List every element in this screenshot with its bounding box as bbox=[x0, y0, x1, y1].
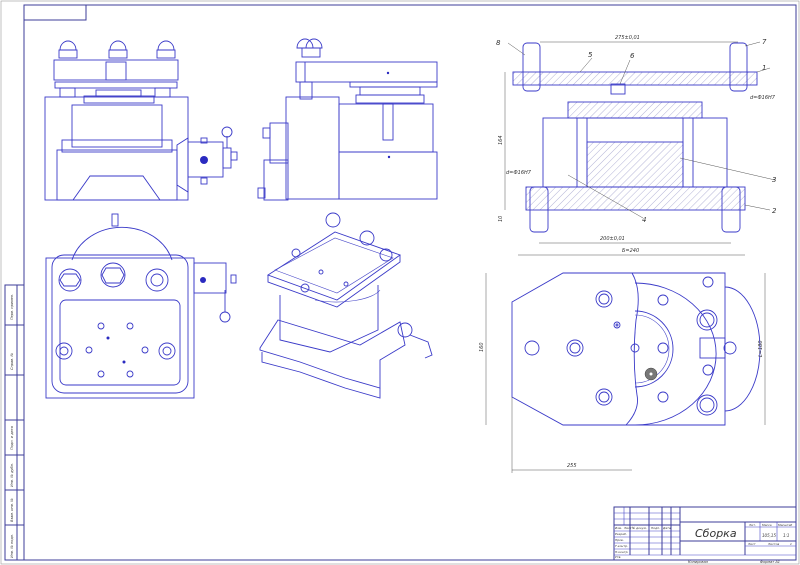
callout-5: 5 bbox=[588, 51, 593, 59]
sheet-label: Лист bbox=[747, 542, 756, 546]
plan-view: Б=240 160 L=180 255 bbox=[479, 248, 766, 473]
strip-label: Инв. № подл. bbox=[10, 534, 14, 558]
dim-height: 164 bbox=[498, 135, 504, 145]
role-tech-control: Т.контр. bbox=[615, 544, 628, 548]
header-date: Дата bbox=[662, 526, 671, 530]
role-approved: Утв. bbox=[615, 555, 621, 559]
role-developer: Разраб. bbox=[615, 532, 627, 536]
dim-top-span: 275±0,01 bbox=[615, 35, 640, 41]
callout-6: 6 bbox=[630, 52, 635, 60]
side-view bbox=[257, 38, 438, 201]
header-izm: Изм. bbox=[615, 526, 622, 530]
role-checker: Пров. bbox=[615, 538, 624, 542]
dim-bottom-span: 200±0,01 bbox=[600, 236, 625, 242]
copied-label: Копировал bbox=[688, 560, 709, 564]
strip-label: Взам. инв. № bbox=[10, 498, 14, 522]
role-norm-control: Н.контр. bbox=[615, 550, 628, 554]
strip-label: Инв. № дубл. bbox=[10, 463, 14, 487]
cap-nut-icon bbox=[58, 40, 176, 59]
dim-base-offset: 10 bbox=[498, 216, 504, 222]
dim-offset-255: 255 bbox=[567, 463, 577, 469]
mass-label: Масса bbox=[762, 523, 772, 527]
drawing-frame bbox=[23, 4, 797, 561]
strip-label: Перв. примен. bbox=[10, 294, 14, 320]
callout-7: 7 bbox=[762, 38, 767, 46]
section-view: 275±0,01 d=Ф16H7 d=Ф16H7 164 10 200±0,01… bbox=[496, 35, 777, 244]
mass-value: 105,15 bbox=[762, 533, 776, 538]
dim-hole-fit-top: d=Ф16H7 bbox=[750, 95, 776, 101]
top-left-stamp bbox=[23, 4, 87, 21]
dim-plan-height: 160 bbox=[479, 342, 485, 352]
callout-8: 8 bbox=[496, 39, 501, 47]
header-sign: Подп. bbox=[651, 526, 660, 530]
lit-label: Лит. bbox=[748, 523, 756, 527]
side-strip: Перв. примен. Справ. № Подп. и дата Инв.… bbox=[4, 284, 25, 561]
drawing-title: Сборка bbox=[695, 527, 737, 540]
sheets-count: 1 bbox=[790, 542, 792, 546]
callout-3: 3 bbox=[772, 176, 776, 184]
callout-4: 4 bbox=[642, 216, 646, 224]
strip-label: Подп. и дата bbox=[10, 426, 14, 450]
header-list: Лист bbox=[623, 526, 632, 530]
header-doc: № докум. bbox=[631, 526, 647, 530]
top-view bbox=[45, 213, 237, 399]
callout-2: 2 bbox=[772, 207, 777, 215]
scale-label: Масштаб bbox=[778, 523, 792, 527]
isometric-view bbox=[259, 212, 433, 399]
scale-value: 1:1 bbox=[783, 533, 789, 538]
title-block: Изм. Лист № докум. Подп. Дата Разраб. Пр… bbox=[613, 506, 797, 564]
dim-length-l: L=180 bbox=[758, 340, 764, 357]
valve-handle-icon bbox=[176, 126, 238, 193]
dim-width-b: Б=240 bbox=[622, 248, 639, 254]
callout-1: 1 bbox=[762, 64, 766, 72]
front-view bbox=[44, 40, 238, 201]
locating-pin-icon bbox=[522, 42, 748, 233]
dim-hole-fit-bottom: d=Ф16H7 bbox=[506, 170, 532, 176]
sheets-label: Листов bbox=[767, 542, 779, 546]
format-label: Формат A1 bbox=[760, 560, 780, 564]
strip-label: Справ. № bbox=[10, 353, 14, 370]
